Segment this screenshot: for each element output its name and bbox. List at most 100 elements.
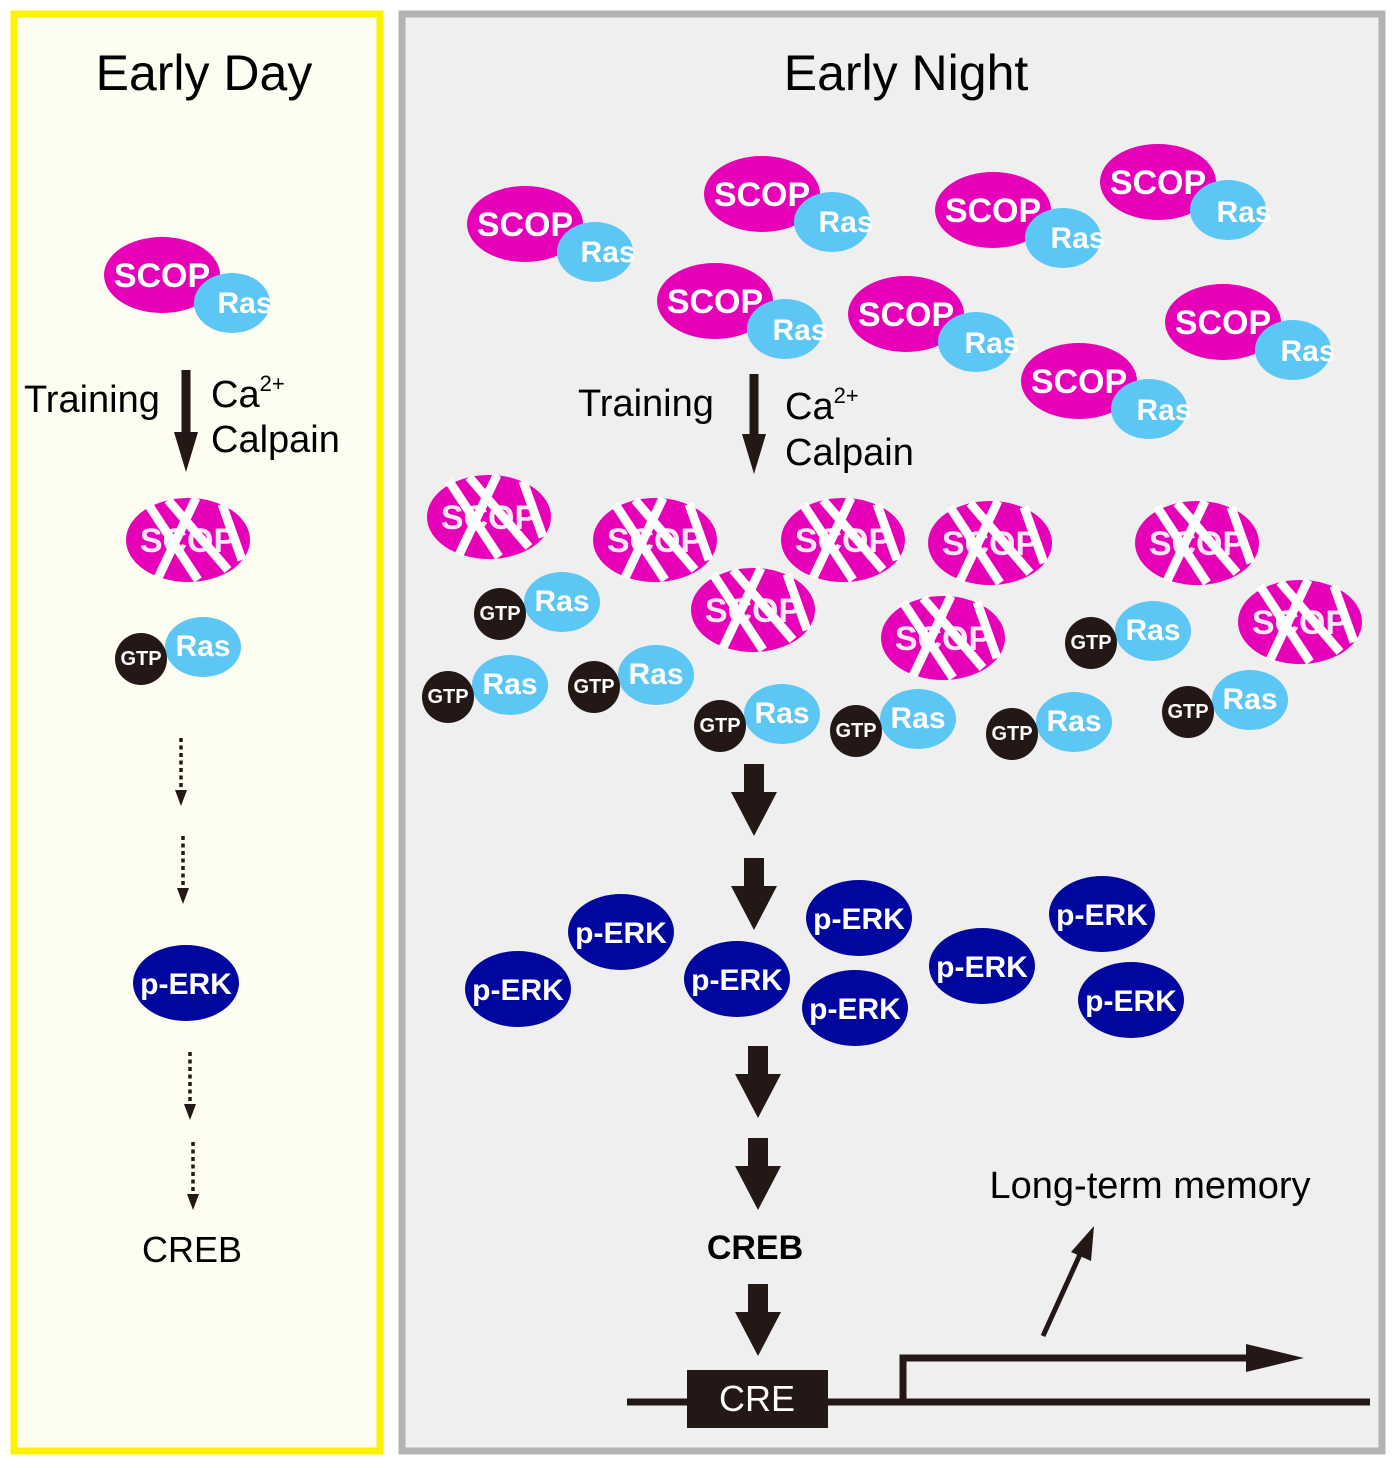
cre-box xyxy=(687,1370,828,1428)
transcription-arrow xyxy=(899,1344,1304,1402)
gtp-label: GTP xyxy=(1070,632,1111,654)
scop-label: SCOP xyxy=(477,206,573,244)
night-gtp-ras: GTP Ras xyxy=(986,692,1112,760)
night-cleaved-scop: SCOP xyxy=(1135,501,1259,585)
ras-label: Ras xyxy=(754,697,809,730)
day-scop-ras-complex: SCOP Ras xyxy=(104,237,273,333)
night-scop-ras-complex: SCOP Ras xyxy=(1165,284,1336,380)
night-scop-ras-complex: SCOP Ras xyxy=(848,276,1020,372)
night-gtp-ras: GTP Ras xyxy=(568,645,694,713)
cre-label: CRE xyxy=(719,1378,795,1419)
gtp-label: GTP xyxy=(699,715,740,737)
perk-label: p-ERK xyxy=(575,917,667,950)
cleaved-scop-label: SCOP xyxy=(795,522,891,560)
night-creb-label: CREB xyxy=(707,1229,803,1267)
cleaved-scop-label: SCOP xyxy=(1252,604,1348,642)
ras-label: Ras xyxy=(818,206,873,239)
night-cleaved-scop: SCOP xyxy=(427,475,551,559)
scop-label: SCOP xyxy=(114,257,210,295)
scop-label: SCOP xyxy=(858,296,954,334)
night-cleaved-scop: SCOP xyxy=(691,568,815,652)
night-perk: p-ERK xyxy=(684,941,790,1017)
perk-label: p-ERK xyxy=(140,968,232,1001)
night-ca-label: Ca2+ xyxy=(785,383,859,428)
night-scop-ras-complex: SCOP Ras xyxy=(657,263,828,359)
cleaved-scop-label: SCOP xyxy=(705,592,801,630)
night-gtp-ras: GTP Ras xyxy=(830,689,956,757)
perk-label: p-ERK xyxy=(691,964,783,997)
ras-label: Ras xyxy=(580,236,635,269)
ras-label: Ras xyxy=(890,702,945,735)
scop-label: SCOP xyxy=(1031,363,1127,401)
scop-label: SCOP xyxy=(667,283,763,321)
ras-label: Ras xyxy=(1216,196,1271,229)
ras-label: Ras xyxy=(482,668,537,701)
night-cleaved-scop: SCOP xyxy=(1238,580,1362,664)
cleaved-scop-label: SCOP xyxy=(895,620,991,658)
gtp-label: GTP xyxy=(991,723,1032,745)
cleaved-scop-label: SCOP xyxy=(1149,525,1245,563)
night-gtp-ras: GTP Ras xyxy=(1162,670,1288,738)
night-gtp-ras: GTP Ras xyxy=(1065,601,1191,669)
gtp-label: GTP xyxy=(835,720,876,742)
day-training-label: Training xyxy=(24,379,160,421)
night-perk: p-ERK xyxy=(806,880,912,956)
gtp-label: GTP xyxy=(1167,701,1208,723)
day-training-arrow xyxy=(174,370,198,472)
perk-label: p-ERK xyxy=(813,903,905,936)
ras-label: Ras xyxy=(1280,335,1335,368)
night-cleaved-scop: SCOP xyxy=(593,498,717,582)
cleaved-scop-label: SCOP xyxy=(441,499,537,537)
scop-label: SCOP xyxy=(1175,304,1271,342)
perk-label: p-ERK xyxy=(809,993,901,1026)
ras-label: Ras xyxy=(1222,683,1277,716)
ras-label: Ras xyxy=(964,327,1019,360)
gtp-label: GTP xyxy=(427,686,468,708)
night-gtp-ras: GTP Ras xyxy=(694,684,820,752)
ras-label: Ras xyxy=(1136,394,1191,427)
early-night-title: Early Night xyxy=(784,45,1029,101)
scop-label: SCOP xyxy=(945,192,1041,230)
ras-label: Ras xyxy=(628,658,683,691)
perk-label: p-ERK xyxy=(1056,899,1148,932)
perk-label: p-ERK xyxy=(472,974,564,1007)
night-training-label: Training xyxy=(578,383,714,425)
day-cleaved-scop: SCOP xyxy=(126,498,250,582)
gtp-label: GTP xyxy=(479,603,520,625)
cleaved-scop-label: SCOP xyxy=(607,522,703,560)
night-cleaved-scop: SCOP xyxy=(928,501,1052,585)
night-perk: p-ERK xyxy=(1049,876,1155,952)
night-scop-ras-complex: SCOP Ras xyxy=(1021,343,1192,439)
ras-label: Ras xyxy=(1046,705,1101,738)
ras-label: Ras xyxy=(175,630,230,663)
ras-label: Ras xyxy=(772,314,827,347)
day-ca-label: Ca2+ xyxy=(211,371,285,416)
night-perk: p-ERK xyxy=(802,970,908,1046)
memory-arrow xyxy=(1040,1226,1094,1338)
ras-label: Ras xyxy=(534,585,589,618)
early-day-title: Early Day xyxy=(96,45,313,101)
night-perk: p-ERK xyxy=(1078,962,1184,1038)
day-gtp-ras: GTP Ras xyxy=(115,617,241,685)
perk-label: p-ERK xyxy=(936,951,1028,984)
day-calpain-label: Calpain xyxy=(211,419,340,461)
ras-label: Ras xyxy=(1125,614,1180,647)
long-term-memory-label: Long-term memory xyxy=(990,1165,1311,1207)
night-gtp-ras: GTP Ras xyxy=(422,655,548,723)
gtp-label: GTP xyxy=(120,648,161,670)
day-perk: p-ERK xyxy=(133,945,239,1021)
night-training-arrow xyxy=(742,374,766,474)
night-perk: p-ERK xyxy=(568,894,674,970)
cleaved-scop-label: SCOP xyxy=(140,522,236,560)
night-gtp-ras: GTP Ras xyxy=(474,572,600,640)
ras-label: Ras xyxy=(1050,222,1105,255)
night-calpain-label: Calpain xyxy=(785,432,914,474)
night-cleaved-scop: SCOP xyxy=(781,498,905,582)
night-perk: p-ERK xyxy=(465,951,571,1027)
day-creb-label: CREB xyxy=(142,1229,242,1270)
gtp-label: GTP xyxy=(573,676,614,698)
